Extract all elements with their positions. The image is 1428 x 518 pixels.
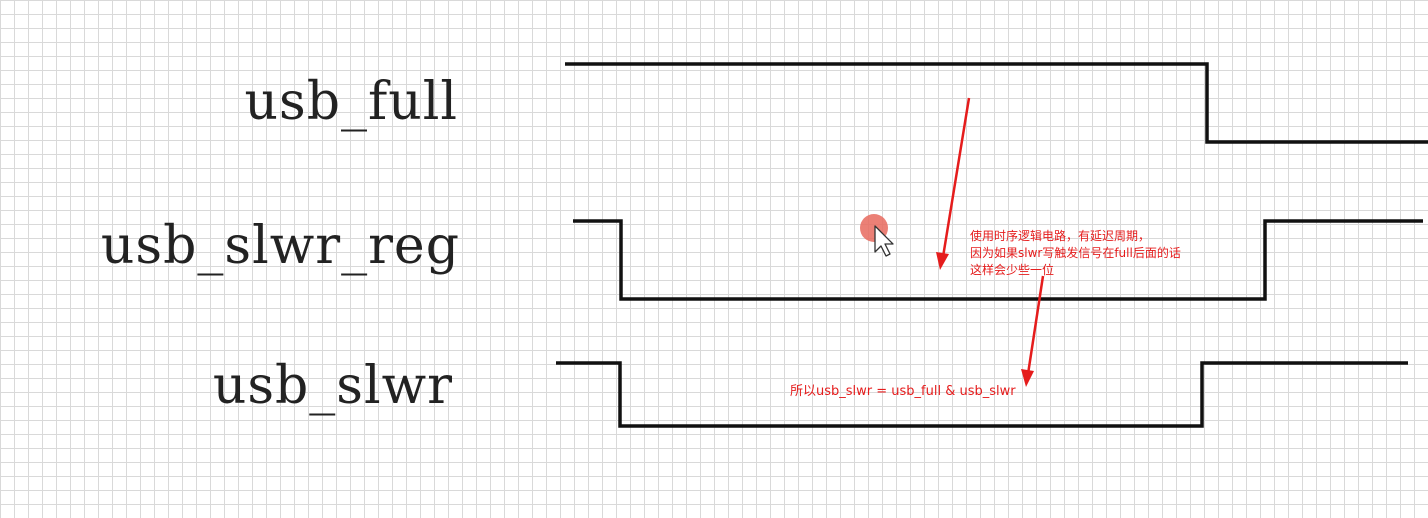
annotation-arrowhead-1 (936, 252, 949, 270)
usb-full-label: usb_full (244, 72, 458, 132)
annotation-arrow-2 (1026, 275, 1045, 375)
annotation-arrowhead-2 (1021, 369, 1034, 387)
annotation-note-line: 这样会少些一位 (970, 263, 1055, 277)
usb-full-waveform (565, 62, 1428, 144)
usb-slwr-reg-waveform (573, 219, 1423, 301)
annotation-note: 使用时序逻辑电路，有延迟周期， 因为如果slwr写触发信号在full后面的话 这… (970, 226, 1181, 280)
usb-slwr-reg-label: usb_slwr_reg (100, 216, 460, 276)
annotation-formula: 所以usb_slwr = usb_full & usb_slwr (790, 384, 1016, 399)
annotation-note-line: 使用时序逻辑电路，有延迟周期， (970, 229, 1151, 243)
annotation-arrow-1 (941, 97, 971, 258)
usb-slwr-waveform (556, 361, 1408, 428)
usb-slwr-label: usb_slwr (212, 356, 453, 416)
annotation-note-line: 因为如果slwr写触发信号在full后面的话 (970, 246, 1181, 260)
mouse-pointer-icon (874, 225, 894, 257)
